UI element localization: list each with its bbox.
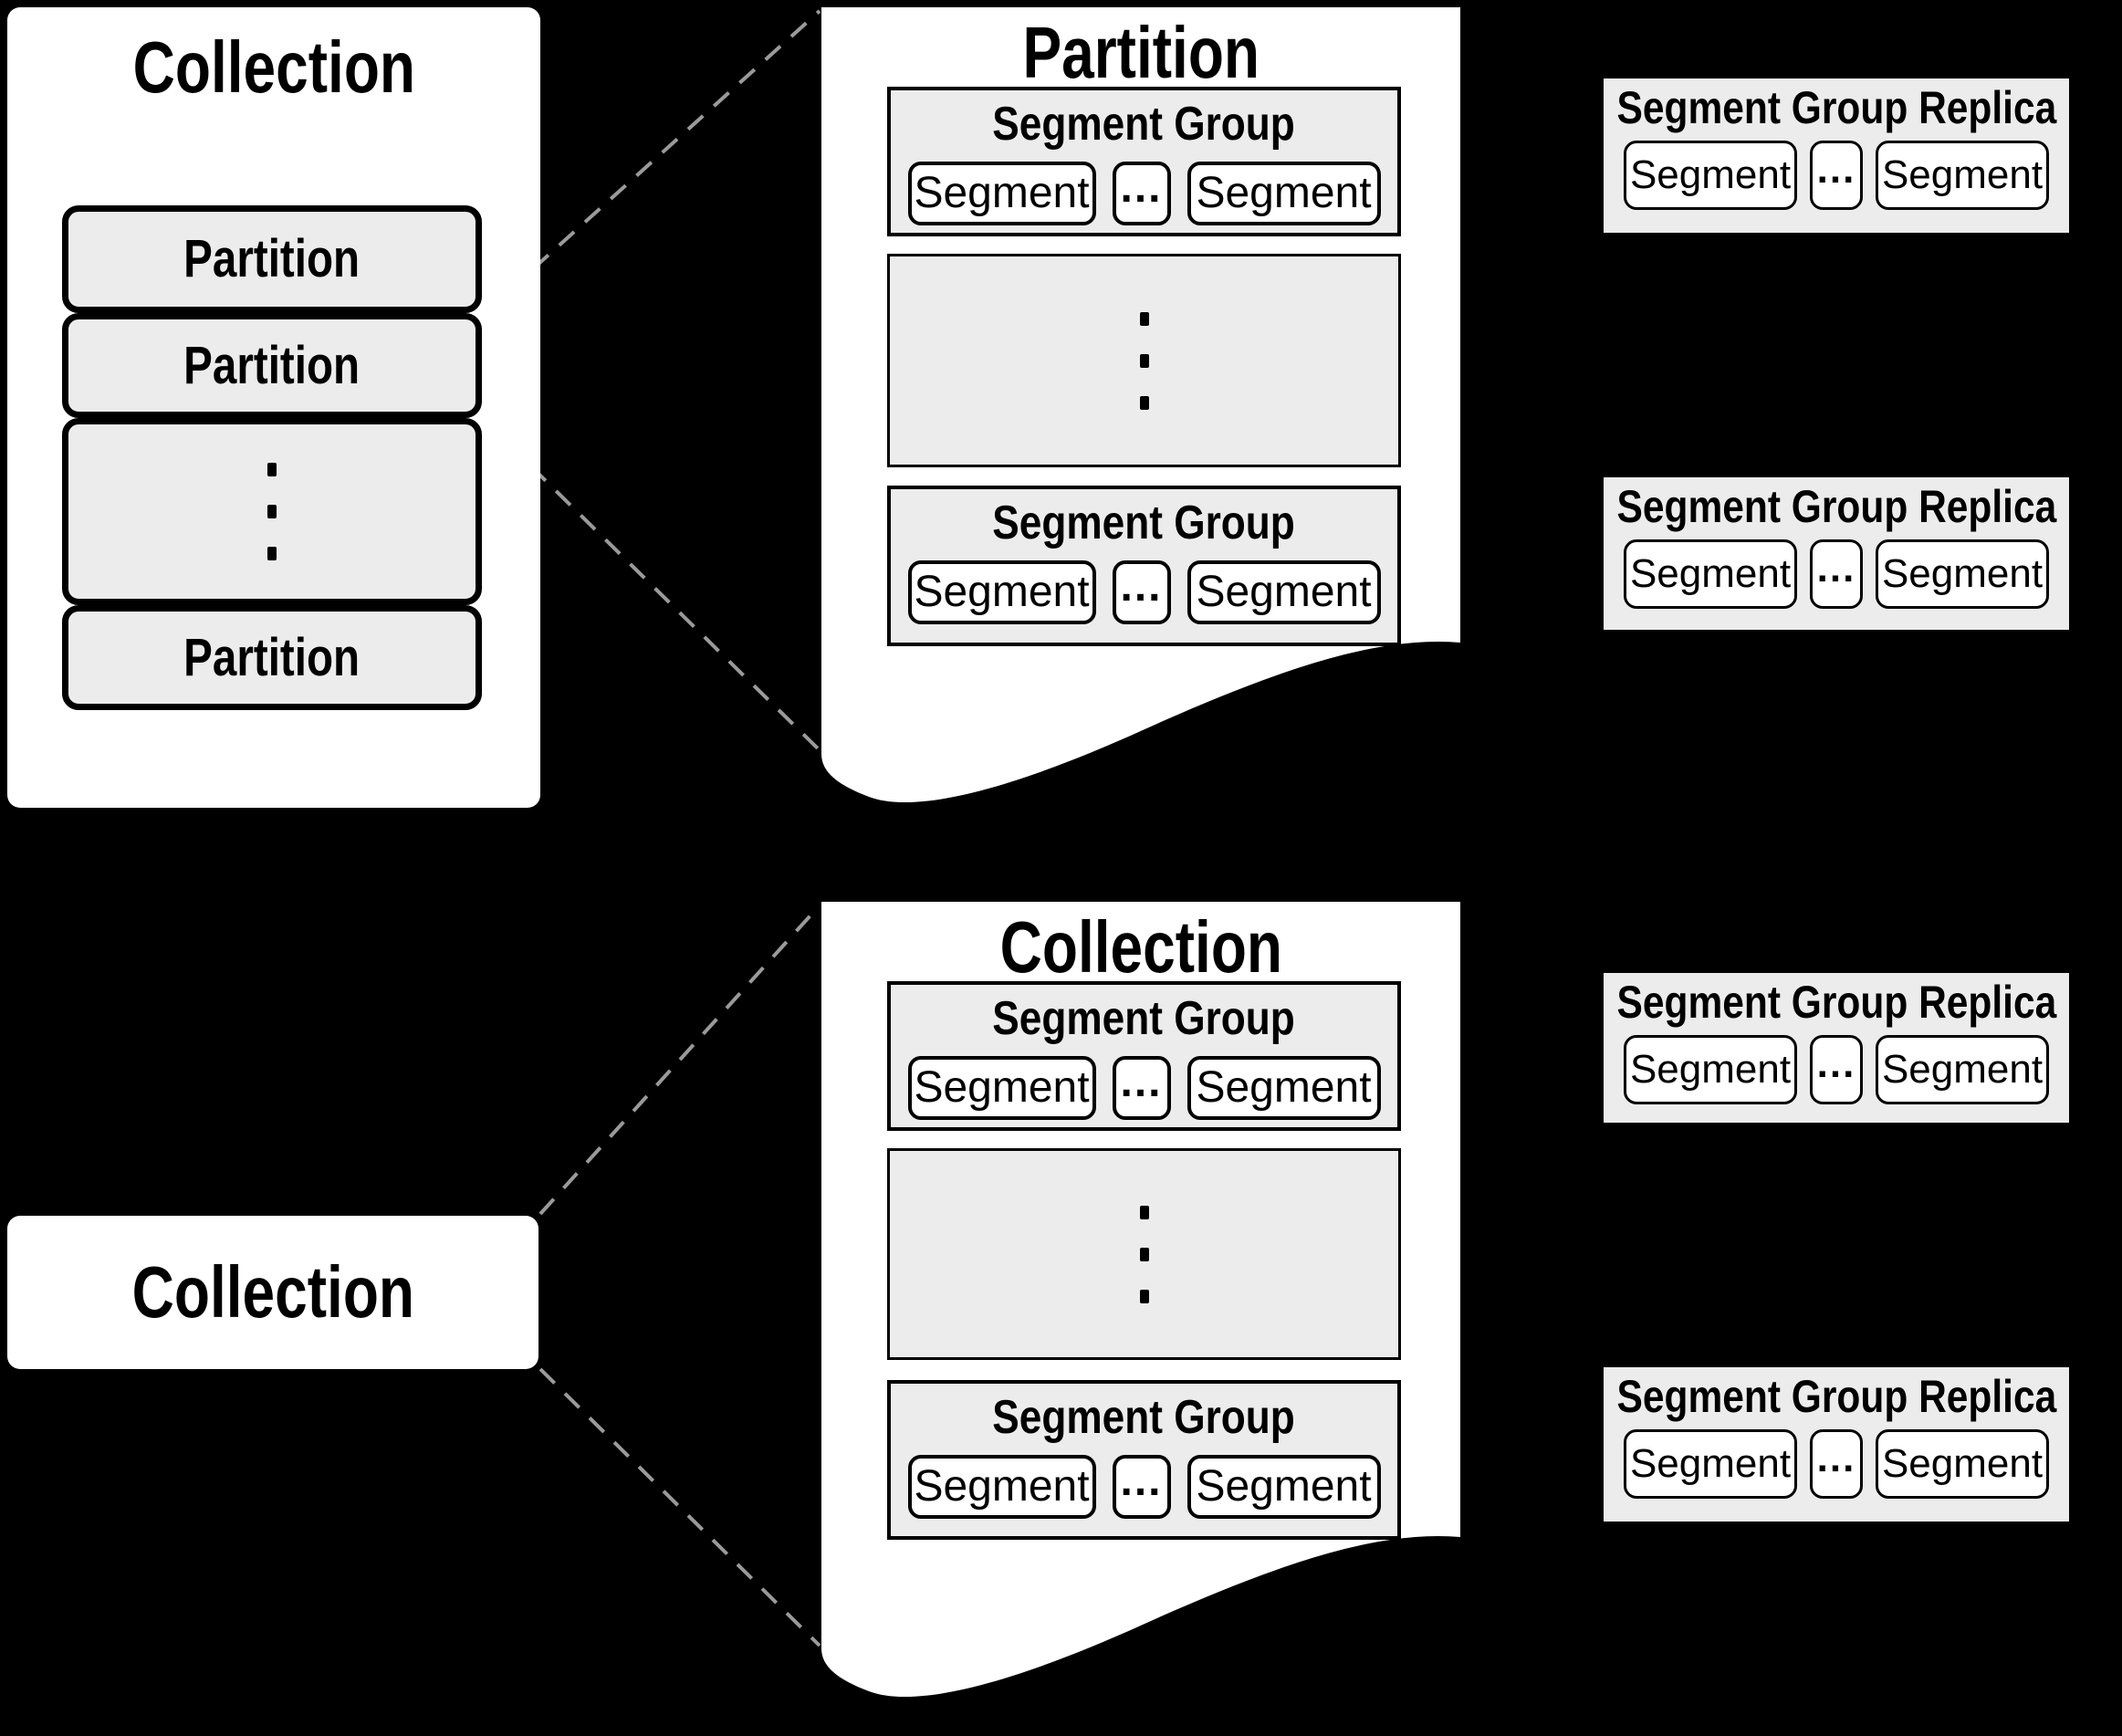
segment-chip-row: Segment ... Segment <box>907 161 1381 225</box>
collection-panel: Collection Partition Partition Partition <box>7 7 540 808</box>
segment-chip: Segment <box>1876 1035 2049 1104</box>
segment-ellipsis-chip: ... <box>1810 141 1863 210</box>
segment-chip-row: Segment ... Segment <box>1624 539 2049 609</box>
segment-chip: Segment <box>907 161 1096 225</box>
segment-chip: Segment <box>907 1454 1096 1519</box>
collection-detail-title-text: Collection <box>999 906 1282 988</box>
segment-group-title: Segment Group <box>992 497 1296 549</box>
segment-ellipsis-chip: ... <box>1112 559 1171 624</box>
segment-chip: Segment <box>1186 559 1381 624</box>
segment-group-replica-box: Segment Group Replica Segment ... Segmen… <box>1601 1365 2072 1524</box>
segment-chip: Segment <box>1624 539 1797 609</box>
partition-row-label: Partition <box>183 335 361 395</box>
collection-detail-title: Collection <box>821 911 1460 984</box>
segment-chip-row: Segment ... Segment <box>1624 1429 2049 1499</box>
segment-chip: Segment <box>1624 1429 1797 1499</box>
segment-group-replica-box: Segment Group Replica Segment ... Segmen… <box>1601 475 2072 633</box>
segment-chip-row: Segment ... Segment <box>907 1055 1381 1120</box>
segment-chip-row: Segment ... Segment <box>907 559 1381 624</box>
segment-ellipsis-chip: ... <box>1112 161 1171 225</box>
segment-group-replica-box: Segment Group Replica Segment ... Segmen… <box>1601 970 2072 1125</box>
segment-chip-row: Segment ... Segment <box>907 1454 1381 1519</box>
segment-chip-row: Segment ... Segment <box>1624 141 2049 210</box>
segment-ellipsis-chip: ... <box>1112 1454 1171 1519</box>
collection-box: Collection <box>7 1216 538 1369</box>
segment-chip: Segment <box>1876 539 2049 609</box>
segment-group-title: Segment Group <box>992 98 1296 151</box>
segment-group-title: Segment Group <box>992 992 1296 1045</box>
segment-chip-row: Segment ... Segment <box>1624 1035 2049 1104</box>
segment-chip: Segment <box>907 559 1096 624</box>
segment-group-box: Segment Group Segment ... Segment <box>887 1380 1401 1540</box>
segment-group-replica-title: Segment Group Replica <box>1616 977 2056 1028</box>
segment-chip: Segment <box>1186 1055 1381 1120</box>
partition-detail-title-text: Partition <box>1022 12 1260 93</box>
segment-group-replica-title: Segment Group Replica <box>1616 1371 2056 1422</box>
segment-chip: Segment <box>1186 161 1381 225</box>
segment-group-box: Segment Group Segment ... Segment <box>887 486 1401 646</box>
segment-group-replica-title: Segment Group Replica <box>1616 481 2056 532</box>
segment-group-box: Segment Group Segment ... Segment <box>887 87 1401 236</box>
vertical-ellipsis-icon <box>62 418 482 605</box>
segment-chip: Segment <box>1624 1035 1797 1104</box>
vertical-ellipsis-icon <box>887 1148 1401 1360</box>
segment-chip: Segment <box>1186 1454 1381 1519</box>
segment-chip: Segment <box>907 1055 1096 1120</box>
connector-collection-to-detail-top <box>538 904 821 1216</box>
segment-ellipsis-chip: ... <box>1112 1055 1171 1120</box>
segment-ellipsis-chip: ... <box>1810 1429 1863 1499</box>
partition-row-label: Partition <box>183 229 361 288</box>
segment-group-replica-box: Segment Group Replica Segment ... Segmen… <box>1601 76 2072 235</box>
partition-row: Partition <box>62 605 482 710</box>
connector-collection-to-detail-bottom <box>538 1367 821 1647</box>
partition-detail-title: Partition <box>821 16 1460 89</box>
collection-panel-title-text: Collection <box>132 26 415 108</box>
segment-chip: Segment <box>1624 141 1797 210</box>
segment-group-replica-title: Segment Group Replica <box>1616 82 2056 133</box>
segment-chip: Segment <box>1876 1429 2049 1499</box>
collection-panel-title: Collection <box>7 31 540 104</box>
segment-group-title: Segment Group <box>992 1391 1296 1444</box>
segment-ellipsis-chip: ... <box>1810 1035 1863 1104</box>
segment-chip: Segment <box>1876 141 2049 210</box>
vertical-ellipsis-icon <box>887 254 1401 467</box>
segment-group-box: Segment Group Segment ... Segment <box>887 981 1401 1131</box>
partition-row: Partition <box>62 313 482 418</box>
partition-row: Partition <box>62 205 482 313</box>
collection-box-label: Collection <box>131 1251 414 1333</box>
partition-row-label: Partition <box>183 627 361 687</box>
segment-ellipsis-chip: ... <box>1810 539 1863 609</box>
